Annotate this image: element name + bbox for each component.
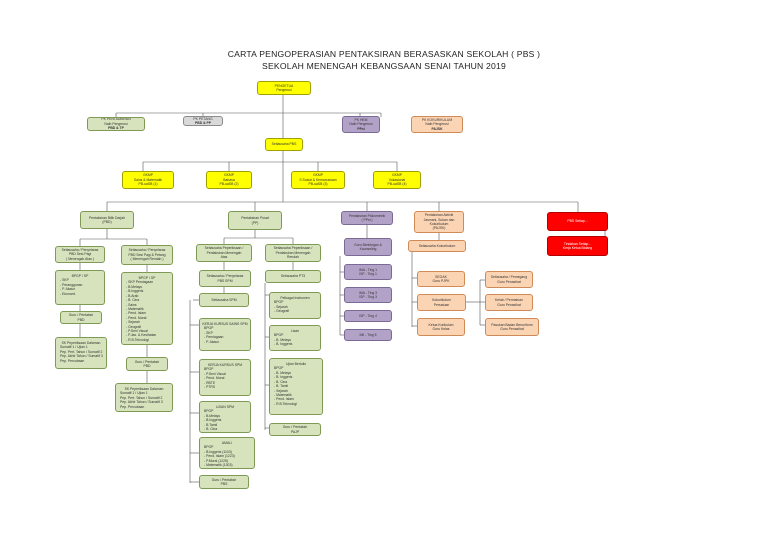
setiausaha-persatuan-box: Setiausaha / Pemegang Guru Penasihat: [485, 271, 533, 288]
chart-subtitle: SEKOLAH MENENGAH KEBANGSAAN SENAI TAHUN …: [262, 61, 506, 71]
ting5-box: IMI - Ting 5: [344, 329, 392, 341]
bpgp-petang-box: BPGP / SP - SKP Perniagaan - B.Melayu - …: [121, 272, 173, 345]
pelbagai-instrumen-box: Pelbagai Instrumen BPGP - Sejarah - Geog…: [269, 292, 321, 319]
guru-spm-box: Guru / Pentaksir PBS: [199, 475, 249, 489]
red-box-top: PBS Setiap...: [547, 212, 608, 231]
guru-pt3-box: Guru / Pentaksir PAJP: [269, 423, 321, 436]
kokurikulum-persatuan-box: Kokurikulum Persatuan: [417, 294, 466, 311]
lisan-box: Lisan BPGP - B. Melayu - B. Inggeris: [269, 325, 321, 351]
ting4-box: ISP - Ting 4: [344, 310, 392, 322]
pbd-petang-box: Setiausaha / Penyelaras PBD Sesi Pagi & …: [121, 245, 173, 265]
guru-pagi-box: Guru / Pentaksir PBD: [60, 311, 102, 324]
badan-beruniform-box: Pasukan Badan Beruniform Guru Penasihat: [485, 318, 539, 336]
setiausaha-pbs-box: Setiausaha PBS: [265, 138, 303, 151]
ppsi-box: Pentaksiran Psikometrik ( PPsi ): [341, 211, 393, 225]
gkmp-bahasa-box: GKMP Bahasa PB-uaSB (2): [206, 171, 252, 189]
ketua-kurikulum-box: Ketua Kurikulum Guru Kelas: [417, 318, 465, 336]
gkmp-sosial-box: GKMP S.Sosial & Kemanusiaan PB-uaSB (3): [291, 171, 345, 189]
setiausaha-kokurikulum-box: Setiausaha Kokurikulum: [408, 240, 466, 252]
pajsk-box: Pentaksiran Aktiviti Jasmani, Sukan dan …: [414, 211, 464, 233]
ting1-box: IMA - Ting 1 ISP - Ting 1: [344, 264, 392, 280]
selaras-spm-box: Setiausaha / Penyelaras PBS SPM: [199, 270, 251, 287]
segak-box: SEGAK Guru PJPK: [417, 271, 465, 287]
gkmp-sains-box: GKMP Sains & Matematik PB-uaSB (1): [122, 171, 174, 189]
pp-atas-box: Setiausaha Peperiksaan / Pentaksiran Men…: [196, 244, 252, 262]
setiausaha-spm-box: Setiausaha SPM: [199, 293, 249, 307]
sk-pagi-box: SK Peperiksaan Dalaman Sumatif 1 / Ujian…: [55, 337, 107, 369]
ting3-box: IMA - Ting 3 ISP - Ting 3: [344, 287, 392, 303]
guru-petang-box: Guru / Pentaksir PBD: [126, 357, 168, 371]
kaunseling-box: Guru Bimbingan & Kaunseling: [344, 238, 392, 256]
kelab-permainan-box: Kelab / Permainan Guru Penasihat: [485, 294, 533, 311]
ujian-bertulis-box: Ujian Bertulis BPGP - B. Melayu - B. Ing…: [269, 358, 323, 415]
pp-box: Pentaksiran Pusat (PP): [228, 211, 282, 230]
kerja-kursus-spm-box: KERJA KURSUS SPM BPGP - P.Seni Visual - …: [199, 359, 251, 396]
sk-petang-box: SK Peperiksaan Dalaman Sumatif 1 / Ujian…: [115, 383, 173, 412]
ujian-spm-box: UJIAN SPM BPGP - B.Melayu - B.Inggeris -…: [199, 401, 251, 433]
chart-title: CARTA PENGOPERASIAN PENTAKSIRAN BERASASK…: [227, 49, 541, 59]
kerja-kursus-sains-box: KERJA KURSUS SAINS SPM BPGP - SKP - Pern…: [199, 318, 251, 351]
red-box-bottom: Tindakan Setiap... Kerja Ketua Bidang: [547, 236, 608, 256]
pk-pentadbiran-box: PK PENTADBIRAN Naib Pengerusi PBD & TP: [87, 117, 145, 131]
pbd-box: Pentaksiran Bilik Darjah (PBD): [80, 211, 134, 229]
bpgp-pagi-box: BPGP / SP - SKP - Peranggunan - P. Akaun…: [55, 270, 105, 305]
pk-petang-box: PK PETANG PBD & PP: [183, 116, 223, 126]
setiausaha-pt3-box: Setiausaha PT3: [265, 270, 321, 283]
pk-kokurikulum-box: PK KOKURIKULUM Naib Pengerusi PAJSK: [411, 116, 463, 133]
amali-spm-box: AMALI BPGP - B.Inggeris (1103) - Pend. I…: [199, 437, 255, 469]
pk-hem-box: PK HEM Naib Pengerusi PPsi: [342, 116, 380, 133]
pbd-pagi-box: Setiausaha / Penyelaras PBD Sesi Pagi ( …: [55, 246, 105, 263]
pp-rendah-box: Setiausaha Peperiksaan / Pentaksiran Men…: [265, 244, 321, 262]
pengetua-box: PENGETUA Pengerusi: [257, 81, 311, 95]
gkmp-vokasional-box: GKMP Vokasional PB-uaSB (4): [373, 171, 421, 189]
